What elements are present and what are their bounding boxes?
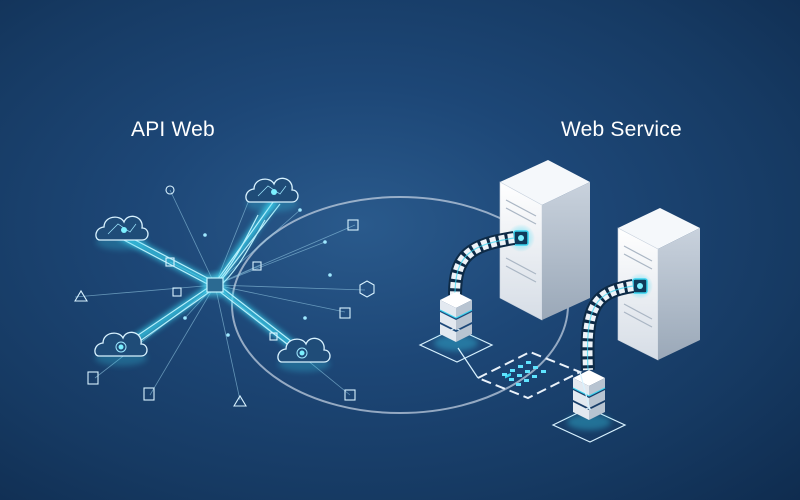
database-stack-icon	[551, 370, 627, 443]
database-stack-icon	[418, 292, 494, 363]
cube-icon	[165, 257, 175, 267]
cable-link	[580, 279, 635, 371]
cube-icon	[269, 332, 278, 341]
cube-icon	[172, 287, 182, 297]
cloud-node-icon	[277, 337, 331, 372]
server-tower-icon	[617, 208, 700, 361]
document-icon	[143, 387, 155, 401]
api-network	[74, 177, 375, 407]
cable-link	[448, 231, 516, 296]
hub-node	[199, 269, 231, 301]
cloud-node-icon	[94, 331, 148, 366]
cloud-node-icon	[95, 215, 149, 250]
server-tower-icon	[499, 160, 590, 321]
document-icon	[344, 389, 356, 401]
document-icon	[347, 219, 359, 231]
cloud-node-icon	[245, 177, 299, 212]
cube-icon	[359, 280, 375, 298]
document-icon	[339, 307, 351, 319]
data-transfer-panel	[457, 347, 591, 411]
api-web-label: API Web	[131, 118, 215, 141]
cube-icon	[252, 261, 262, 271]
connector-icon	[165, 185, 175, 195]
warning-triangle-icon	[233, 394, 247, 407]
document-icon	[87, 371, 99, 385]
warning-triangle-icon	[74, 289, 88, 302]
web-service-label: Web Service	[561, 118, 682, 141]
